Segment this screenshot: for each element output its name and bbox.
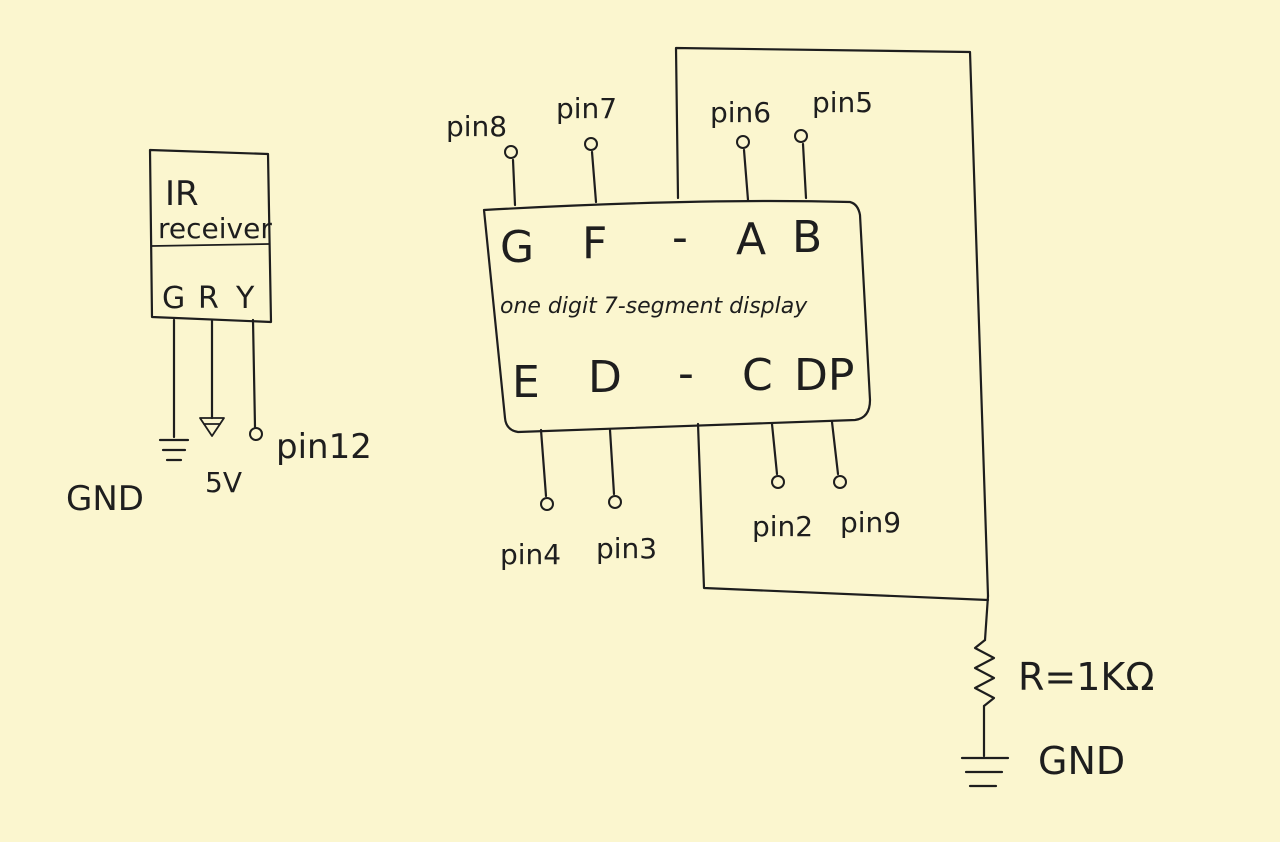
ir-vcc-label: 5V <box>205 466 242 499</box>
resistor-gnd-label: GND <box>1038 739 1125 783</box>
label-pin2: pin2 <box>752 510 813 543</box>
ground-symbol-icon-2 <box>960 756 1010 788</box>
ir-receiver: IR receiver G R Y GND 5V pin12 <box>66 148 372 519</box>
label-pin6: pin6 <box>710 96 771 129</box>
display-top-pin-5: B <box>792 212 822 263</box>
terminal-pin6 <box>736 135 750 149</box>
terminal-pin9 <box>833 475 847 489</box>
common-wire-top <box>674 46 990 598</box>
display-bottom-pin-2: D <box>588 352 622 403</box>
bottom-pin-leads <box>539 420 847 511</box>
ground-symbol-icon <box>158 438 190 462</box>
top-pin-leads <box>504 129 808 207</box>
terminal-pin5 <box>794 129 808 143</box>
terminal-pin8 <box>504 145 518 159</box>
ir-receiver-divider <box>151 243 270 247</box>
display-body <box>482 199 872 434</box>
display-top-pin-4: A <box>736 214 766 265</box>
display-bottom-pin-5: DP <box>794 350 854 401</box>
vcc-supply-icon <box>199 417 225 437</box>
display-bottom-pin-4: C <box>742 350 773 401</box>
ir-pin-y-label: Y <box>235 281 255 316</box>
display-top-pin-3: - <box>672 212 688 263</box>
display-top-pin-1: G <box>500 222 534 273</box>
label-pin5: pin5 <box>812 86 873 119</box>
terminal-pin2 <box>771 475 785 489</box>
display-title: one digit 7-segment display <box>500 294 808 319</box>
ir-gnd-label: GND <box>66 479 144 519</box>
terminal-pin3 <box>608 495 622 509</box>
resistor-icon <box>973 638 996 708</box>
ir-receiver-title-line2: receiver <box>158 212 272 245</box>
resistor-network: R=1KΩ GND <box>960 594 1154 788</box>
ir-signal-lead <box>251 318 257 429</box>
display-top-pin-2: F <box>582 218 607 269</box>
terminal-pin7 <box>584 137 598 151</box>
display-bottom-pin-1: E <box>512 357 540 408</box>
ir-receiver-title-line1: IR <box>165 174 199 214</box>
resistor-label: R=1KΩ <box>1018 655 1154 699</box>
ir-pin-r-label: R <box>198 281 219 316</box>
ir-pin-g-label: G <box>162 281 185 316</box>
common-wire-bottom <box>696 422 990 602</box>
ir-signal-label: pin12 <box>276 427 372 467</box>
label-pin3: pin3 <box>596 532 657 565</box>
seven-segment-display: G F - A B one digit 7-segment display E … <box>446 46 990 602</box>
display-bottom-pin-3: - <box>678 348 694 399</box>
ir-signal-terminal <box>249 427 263 441</box>
label-pin7: pin7 <box>556 92 617 125</box>
label-pin4: pin4 <box>500 538 561 571</box>
label-pin8: pin8 <box>446 110 507 143</box>
terminal-pin4 <box>540 497 554 511</box>
label-pin9: pin9 <box>840 506 901 539</box>
ir-receiver-body <box>148 148 273 324</box>
